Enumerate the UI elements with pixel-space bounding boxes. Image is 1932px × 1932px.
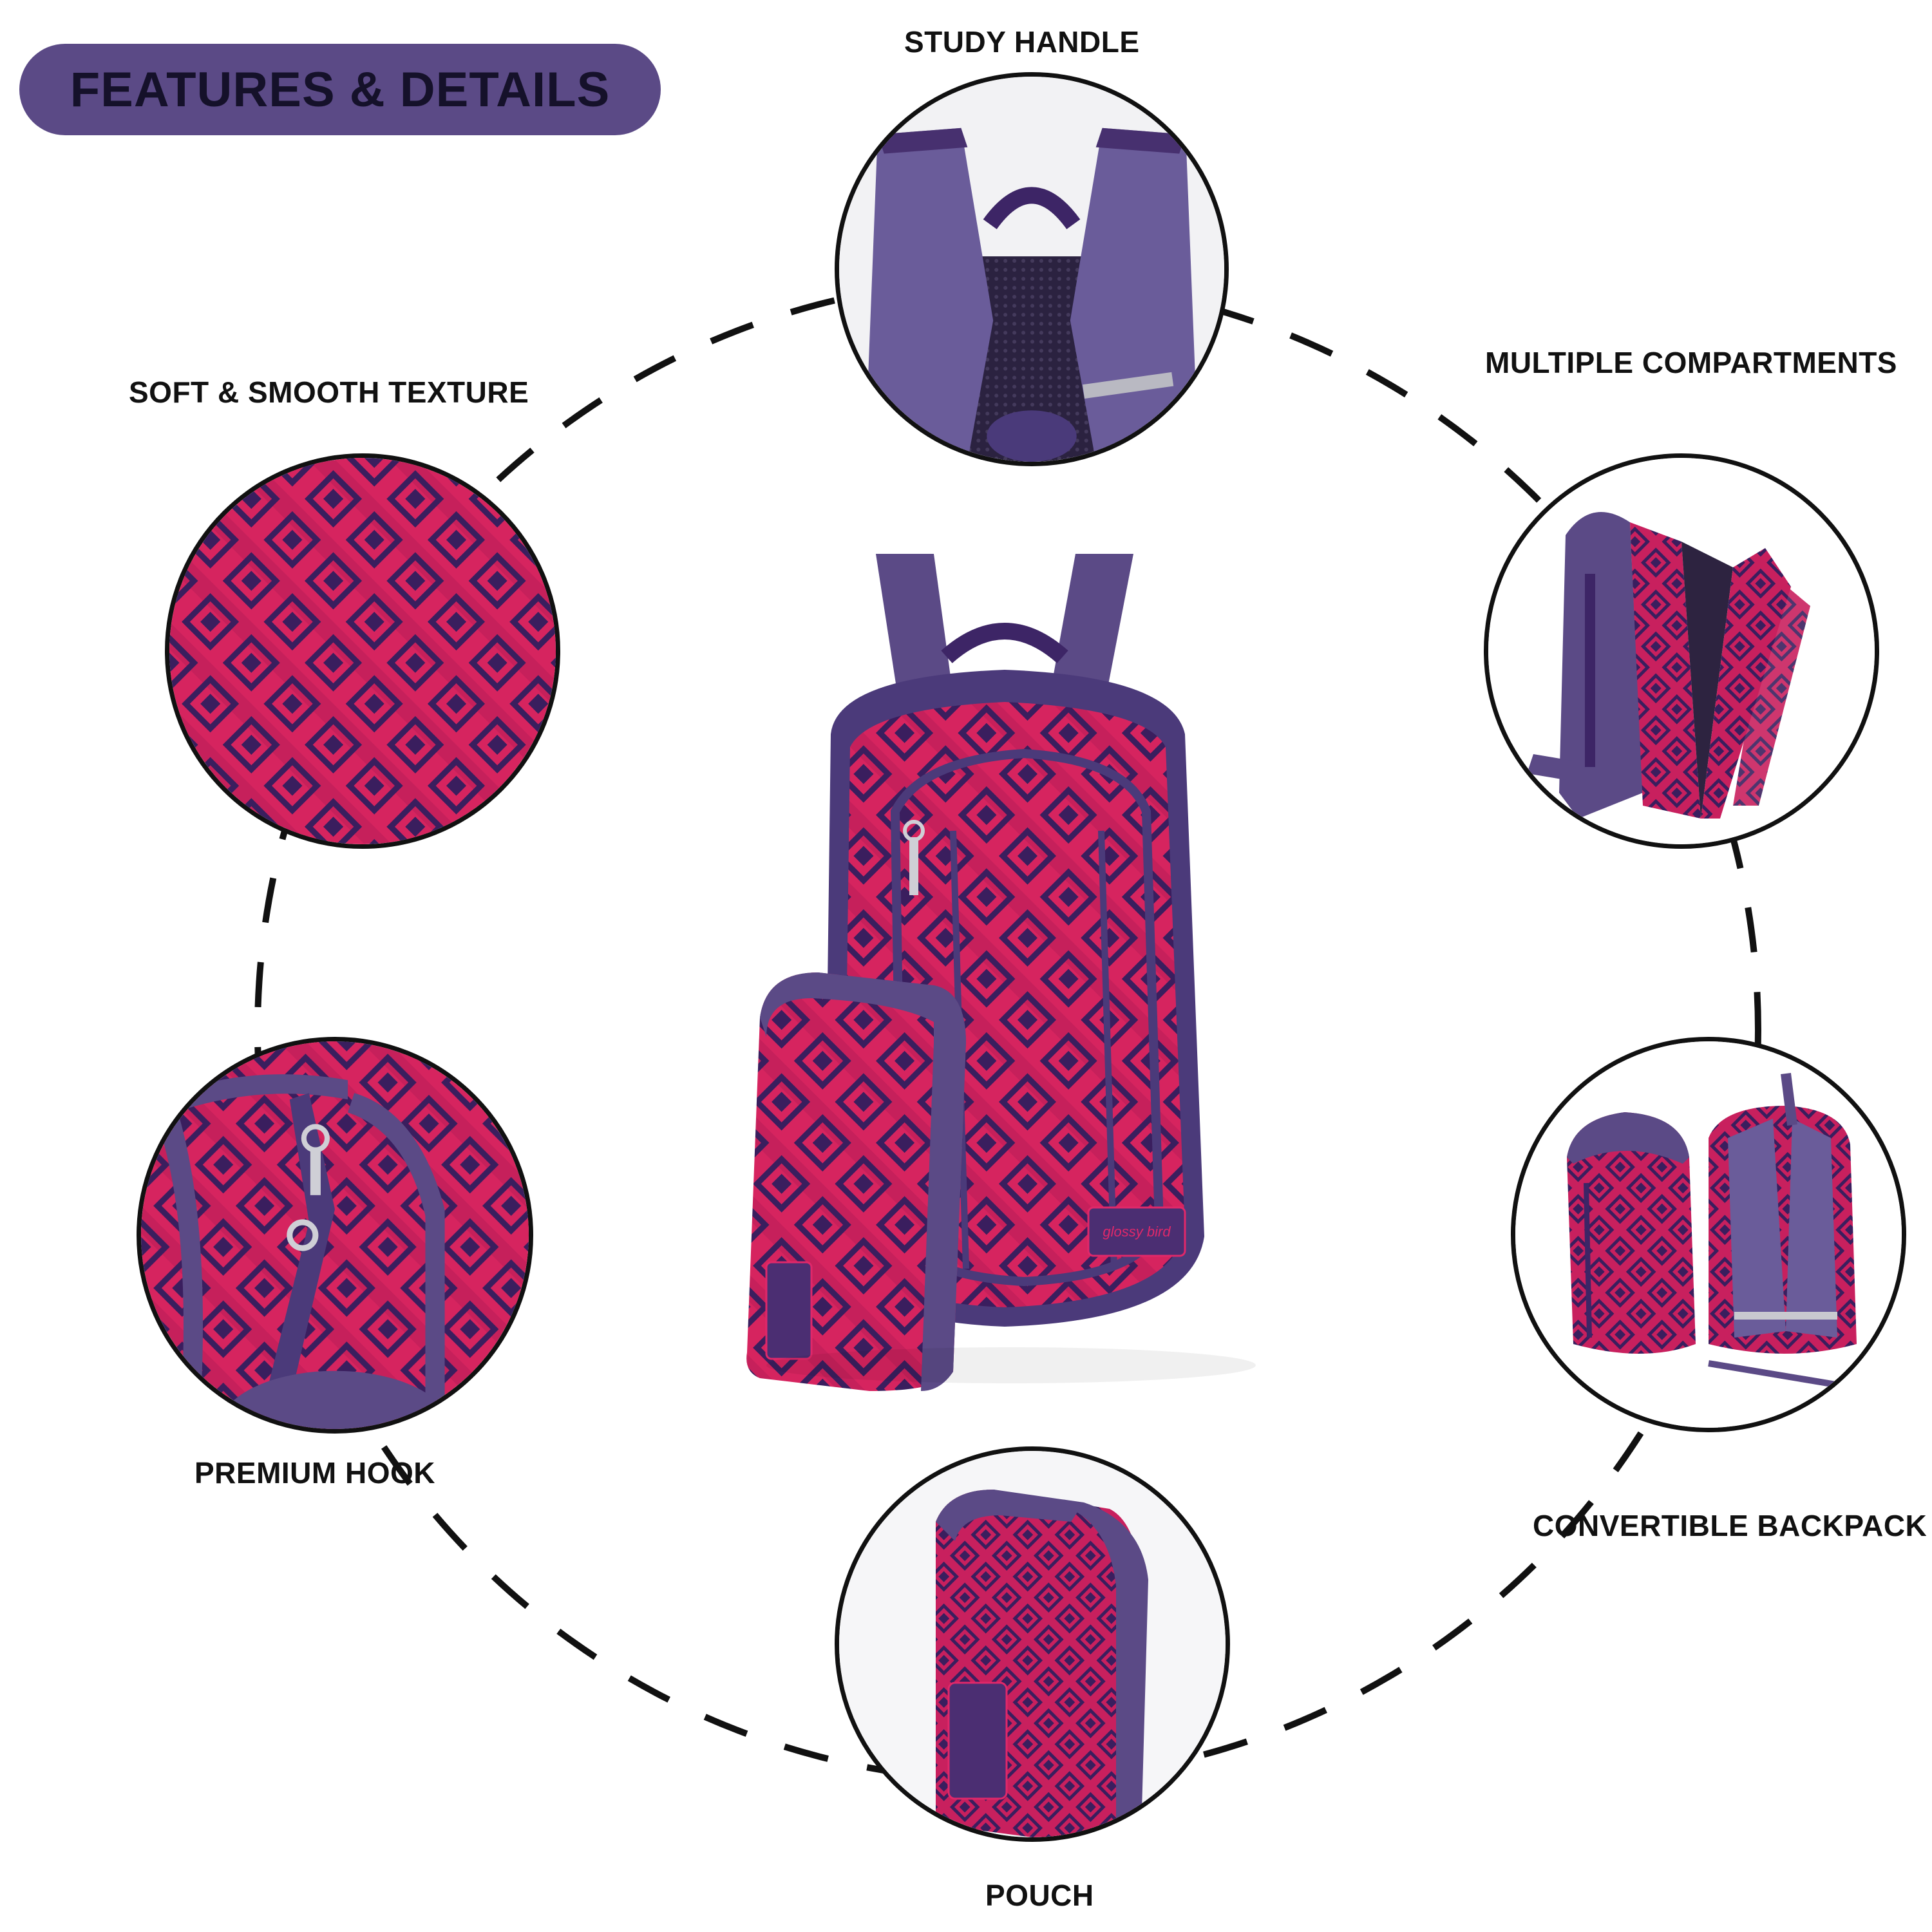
convertible-backpack-image [1511,1037,1906,1432]
features-title-badge: FEATURES & DETAILS [19,44,661,135]
pouch-image [835,1446,1230,1842]
label-multiple-compartments: MULTIPLE COMPARTMENTS [1485,346,1897,379]
label-convertible-backpack: CONVERTIBLE BACKPACK [1533,1509,1927,1542]
label-study-handle: STUDY HANDLE [904,25,1140,59]
brand-text: glossy bird [1103,1224,1171,1240]
label-soft-smooth-texture: SOFT & SMOOTH TEXTURE [129,375,529,409]
premium-hook-image [137,1037,533,1434]
label-premium-hook: PREMIUM HOOK [194,1456,435,1490]
multiple-compartments-image [1484,453,1879,849]
label-pouch: POUCH [985,1879,1094,1912]
texture-closeup-image [165,453,560,849]
backpack-product-image: glossy bird [746,554,1256,1391]
brand-badge [1087,1206,1186,1257]
page-title: FEATURES & DETAILS [70,62,611,117]
study-handle-image [835,72,1229,466]
